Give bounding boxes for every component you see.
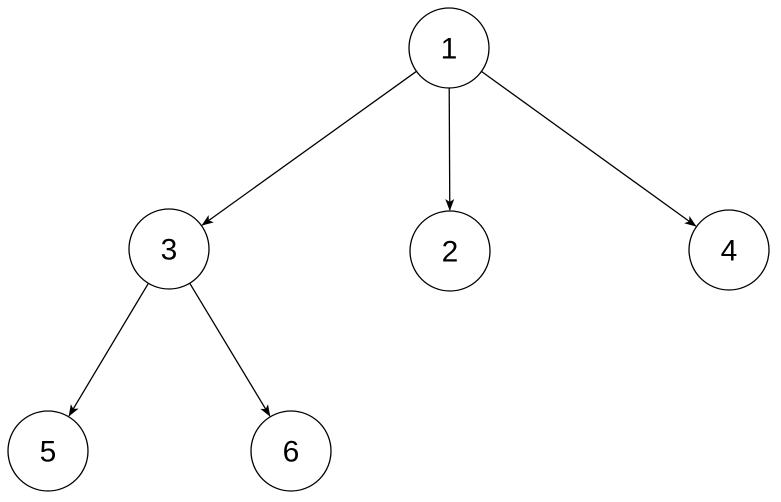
tree-node-6: 6	[250, 410, 332, 492]
node-circle-1	[408, 7, 490, 89]
node-label-3: 3	[161, 234, 178, 267]
node-label-2: 2	[442, 236, 459, 269]
edge-1-4	[481, 70, 697, 227]
node-circle-3	[128, 208, 210, 290]
edge-1-2	[445, 87, 455, 211]
tree-node-2: 2	[409, 210, 491, 292]
nodes-layer: 1 3 2 4 5 6	[7, 7, 770, 492]
edge-3-5	[68, 282, 149, 417]
tree-node-3: 3	[128, 208, 210, 290]
edge-1-3	[201, 70, 417, 226]
tree-node-1: 1	[408, 7, 490, 89]
node-circle-6	[250, 410, 332, 492]
node-label-6: 6	[283, 436, 300, 469]
node-circle-5	[7, 410, 89, 492]
node-circle-2	[409, 210, 491, 292]
edge-3-6	[189, 282, 271, 417]
tree-node-5: 5	[7, 410, 89, 492]
node-circle-4	[688, 209, 770, 291]
tree-node-4: 4	[688, 209, 770, 291]
edges-layer	[68, 70, 697, 417]
node-label-5: 5	[40, 436, 57, 469]
node-label-1: 1	[441, 33, 458, 66]
node-label-4: 4	[721, 235, 738, 268]
